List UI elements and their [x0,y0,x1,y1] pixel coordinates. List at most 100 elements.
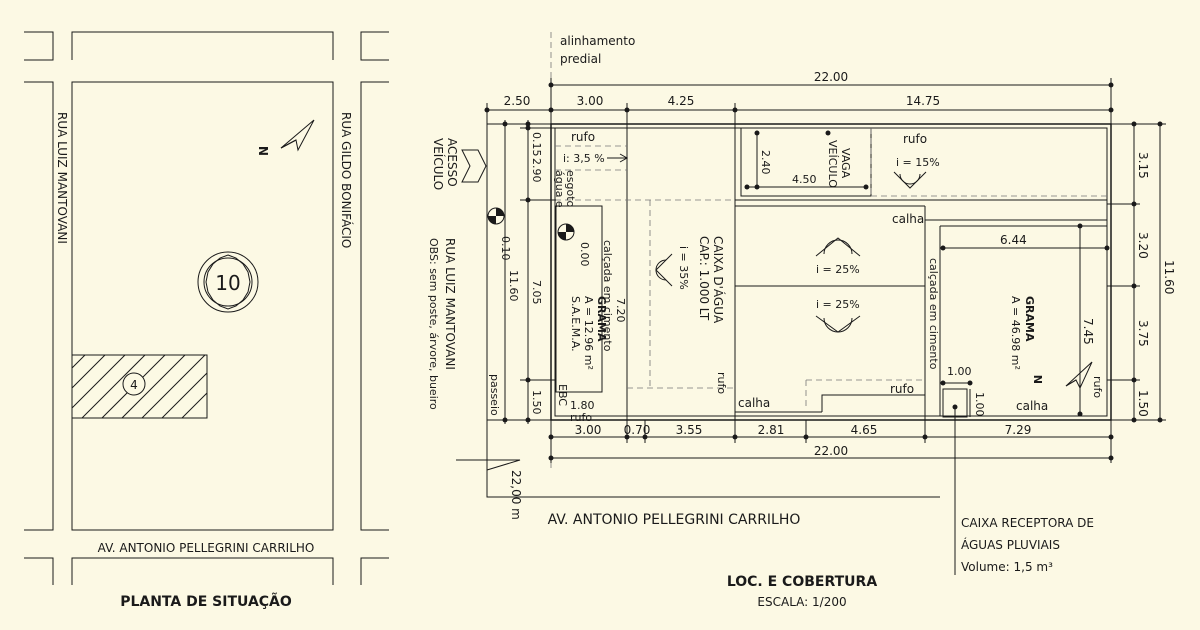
svg-text:i: 3,5 %: i: 3,5 % [563,152,605,165]
svg-text:GRAMA: GRAMA [595,296,608,342]
svg-text:4.50: 4.50 [792,173,817,186]
svg-text:1.50: 1.50 [530,390,543,415]
svg-text:3.00: 3.00 [575,423,602,437]
svg-text:3.20: 3.20 [1136,232,1150,259]
alignment-label-1: alinhamento [560,34,635,48]
svg-text:7.45: 7.45 [1081,318,1095,345]
svg-text:3.75: 3.75 [1136,320,1150,347]
svg-text:rufo: rufo [571,130,595,144]
lot-boundary [550,123,1112,421]
obs-note: OBS: sem poste, árvore, bueiro [427,238,440,410]
block-number: 10 [215,271,240,295]
avenue-label-roof: AV. ANTONIO PELLEGRINI CARRILHO [548,512,801,528]
block-number-outer [197,251,259,313]
street-label-roof: RUA LUIZ MANTOVANI [443,238,457,370]
scale-label: ESCALA: 1/200 [757,595,846,609]
svg-text:VEÍCULO: VEÍCULO [826,140,839,188]
top-dimensions: 22.00 2.50 3.00 4.25 14.75 [484,70,1114,130]
svg-text:CAP.: 1.000 LT: CAP.: 1.000 LT [697,236,711,321]
svg-text:6.44: 6.44 [1000,233,1027,247]
svg-text:ACESSO: ACESSO [445,138,459,187]
north-label: N [257,146,271,156]
svg-text:CAIXA D'ÁGUA: CAIXA D'ÁGUA [711,236,726,324]
slope-arrow-icon [815,315,861,333]
lot-number-circle [122,372,146,396]
svg-text:0.00: 0.00 [578,242,591,267]
svg-text:2.50: 2.50 [504,94,531,108]
svg-text:22.00: 22.00 [814,70,848,84]
level-marker-icon: -0.10 [487,207,512,260]
svg-text:11.60: 11.60 [507,270,520,302]
svg-text:EBC: EBC [556,384,569,406]
svg-text:0.15: 0.15 [530,132,543,157]
svg-text:calha: calha [738,396,770,410]
street-right-label: RUA GILDO BONIFÁCIO [339,112,354,248]
svg-text:S.A.E.M.A.: S.A.E.M.A. [569,296,582,352]
svg-text:2.81: 2.81 [758,423,785,437]
svg-text:rufo: rufo [570,411,592,424]
situation-title: PLANTA DE SITUAÇÃO [120,593,292,610]
svg-text:calçada em cimento: calçada em cimento [601,240,614,352]
svg-text:VEÍCULO: VEÍCULO [431,138,446,190]
lot-outline [71,354,208,419]
svg-text:7.29: 7.29 [1005,423,1032,437]
svg-text:ÁGUAS PLUVIAIS: ÁGUAS PLUVIAIS [961,537,1060,552]
svg-text:4.25: 4.25 [668,94,695,108]
roof-plan: alinhamento predial 22.00 2.50 3.00 4.25… [427,32,1176,609]
svg-text:rufo: rufo [903,132,927,146]
north-arrow-icon: N [257,119,315,156]
slope-arrow-icon [655,253,673,287]
north-arrow-icon: N [1032,361,1093,390]
grama2-dims [940,223,1110,417]
svg-text:3.00: 3.00 [577,94,604,108]
svg-text:i = 25%: i = 25% [816,298,860,311]
street-left-label: RUA LUIZ MANTOVANI [55,112,69,244]
svg-text:3.15: 3.15 [1136,152,1150,179]
svg-text:água e: água e [553,170,566,208]
svg-text:passeio: passeio [488,374,501,416]
svg-text:i = 25%: i = 25% [816,263,860,276]
svg-text:esgoto: esgoto [564,170,577,208]
right-dimensions: 3.15 3.20 3.75 1.50 11.60 [1107,121,1176,423]
svg-text:Volume: 1,5 m³: Volume: 1,5 m³ [961,560,1053,574]
svg-text:A = 12.96 m²: A = 12.96 m² [582,296,595,370]
svg-text:7.05: 7.05 [530,280,543,305]
svg-text:14.75: 14.75 [906,94,940,108]
svg-text:3.55: 3.55 [676,423,703,437]
slope-arrow-icon [893,171,927,189]
svg-text:0.70: 0.70 [624,423,651,437]
svg-text:1.00: 1.00 [973,392,986,417]
svg-text:calçada em cimento: calçada em cimento [927,258,940,370]
svg-text:1.50: 1.50 [1136,390,1150,417]
svg-text:22.00: 22.00 [814,444,848,458]
svg-text:7.20: 7.20 [614,298,627,323]
access-arrow-icon [461,149,487,183]
svg-text:1.00: 1.00 [947,365,972,378]
svg-text:VAGA: VAGA [839,148,852,179]
svg-text:rufo: rufo [1091,376,1104,398]
lot-number: 4 [130,378,138,392]
svg-text:11.60: 11.60 [1162,260,1176,294]
svg-text:2.90: 2.90 [530,158,543,183]
city-block [71,81,334,531]
svg-text:-0.10: -0.10 [499,232,512,260]
avenue-label-situation: AV. ANTONIO PELLEGRINI CARRILHO [98,541,315,555]
rain-box-dims [940,380,973,417]
level-marker-icon: 0.00 [557,223,591,267]
svg-text:2.40: 2.40 [759,150,772,175]
vaga-markers [744,130,869,190]
svg-text:rufo: rufo [890,382,914,396]
svg-text:calha: calha [1016,399,1048,413]
slope-arrow-icon [815,237,861,257]
left-dimensions: 0.15 2.90 7.05 1.50 11.60 [500,120,556,424]
svg-text:22,00 m: 22,00 m [509,470,523,520]
svg-text:calha: calha [892,212,924,226]
svg-text:rufo: rufo [715,372,728,394]
situation-plan: 4 10 N RUA LUIZ MANTOVANI RUA GILDO BONI… [24,31,389,610]
svg-text:N: N [1032,375,1045,384]
lot-hatch [71,354,208,419]
roof-plan-title: LOC. E COBERTURA [727,574,877,590]
svg-text:A = 46.98 m²: A = 46.98 m² [1009,296,1022,370]
svg-text:4.65: 4.65 [851,423,878,437]
